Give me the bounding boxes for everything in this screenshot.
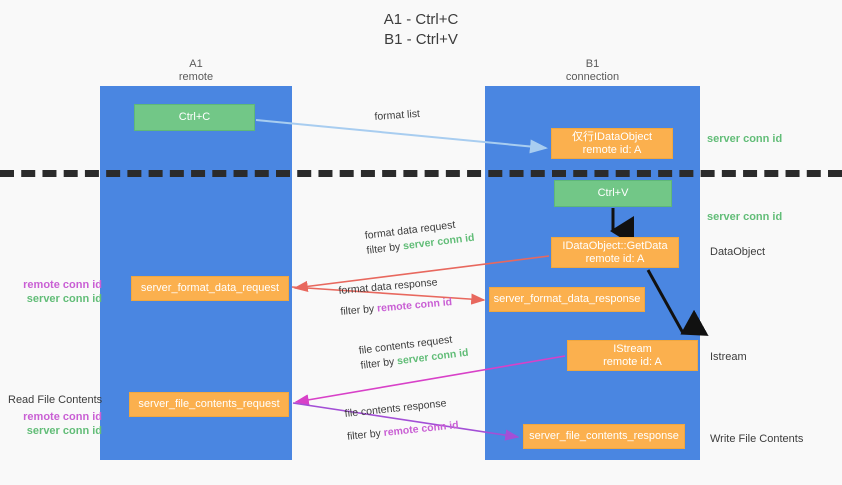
column-header-a1: A1 remote	[100, 58, 292, 84]
edge-label-format-list-text: format list	[374, 107, 421, 123]
filter-key-remote-conn-id: remote conn id	[383, 419, 460, 439]
label-conn-id-group-top: remote conn id server conn id	[10, 278, 102, 306]
label-remote-conn-id-a: remote conn id	[23, 279, 102, 291]
edge-label-file-contents-response: file contents response filter by remote …	[344, 395, 459, 445]
edge-label-format-data-response: format data response filter by remote co…	[338, 274, 453, 320]
label-server-conn-id-a: server conn id	[26, 293, 102, 305]
box-istream-line-2: remote id: A	[603, 355, 662, 368]
title-line-1: A1 - Ctrl+C	[383, 11, 459, 28]
box-server-format-data-response-label: server_format_data_response	[493, 293, 641, 305]
label-conn-id-group-bottom: remote conn id server conn id	[10, 410, 102, 438]
box-server-file-contents-response-label: server_file_contents_response	[529, 430, 679, 442]
box-idataobject-getdata-line-1: IDataObject::GetData	[562, 239, 668, 252]
box-server-format-data-request[interactable]: server_format_data_request	[131, 276, 289, 301]
box-ctrl-c-label: Ctrl+C	[178, 111, 211, 123]
label-data-object: DataObject	[710, 246, 766, 258]
column-header-a1-role: remote	[178, 71, 214, 83]
box-server-format-data-response[interactable]: server_format_data_response	[489, 287, 645, 312]
box-server-file-contents-response[interactable]: server_file_contents_response	[523, 424, 685, 449]
column-header-b1: B1 connection	[485, 58, 700, 84]
filter-prefix: filter by	[346, 427, 385, 443]
label-server-conn-id-b: server conn id	[26, 425, 102, 437]
box-istream-line-1: IStream	[613, 342, 652, 355]
box-server-file-contents-request-label: server_file_contents_request	[138, 398, 280, 410]
box-server-format-data-request-label: server_format_data_request	[140, 282, 280, 294]
filter-key-remote-conn-id: remote conn id	[376, 296, 453, 315]
edge-label-format-data-response-filter: filter by remote conn id	[340, 295, 453, 320]
label-read-file-contents: Read File Contents	[8, 394, 103, 406]
filter-prefix: filter by	[339, 302, 378, 318]
label-server-conn-id-mid: server conn id	[707, 211, 783, 223]
title-line-2: B1 - Ctrl+V	[384, 31, 458, 48]
edge-label-file-contents-request: file contents request filter by server c…	[358, 331, 469, 374]
box-idataobject-line-2: remote id: A	[582, 143, 642, 156]
page-title: A1 - Ctrl+C B1 - Ctrl+V	[0, 10, 842, 50]
box-idataobject-line-1: 仅行IDataObject	[571, 130, 653, 143]
edge-label-format-data-request: format data request filter by server con…	[364, 216, 475, 259]
edge-label-format-data-response-text: format data response	[338, 276, 438, 297]
phase-separator-dashed-line	[0, 170, 842, 177]
edge-label-file-contents-response-text: file contents response	[344, 397, 447, 420]
box-idataobject-getdata-line-2: remote id: A	[585, 252, 645, 265]
edge-label-format-list: format list	[374, 107, 420, 125]
box-idataobject-getdata[interactable]: IDataObject::GetData remote id: A	[551, 237, 679, 268]
column-header-b1-role: connection	[565, 71, 620, 83]
box-ctrl-v-label: Ctrl+V	[597, 187, 629, 199]
filter-prefix: filter by	[365, 240, 404, 257]
label-remote-conn-id-b: remote conn id	[23, 411, 102, 423]
box-ctrl-c[interactable]: Ctrl+C	[134, 104, 255, 131]
box-idataobject[interactable]: 仅行IDataObject remote id: A	[551, 128, 673, 159]
label-istream: Istream	[710, 351, 747, 363]
box-server-file-contents-request[interactable]: server_file_contents_request	[129, 392, 289, 417]
column-header-a1-name: A1	[189, 58, 203, 70]
column-header-b1-name: B1	[585, 58, 600, 70]
edge-label-file-contents-response-filter: filter by remote conn id	[346, 418, 460, 445]
label-write-file-contents: Write File Contents	[710, 433, 804, 445]
filter-prefix: filter by	[359, 355, 398, 372]
box-istream[interactable]: IStream remote id: A	[567, 340, 698, 371]
box-ctrl-v[interactable]: Ctrl+V	[554, 180, 672, 207]
label-server-conn-id-top: server conn id	[707, 133, 783, 145]
